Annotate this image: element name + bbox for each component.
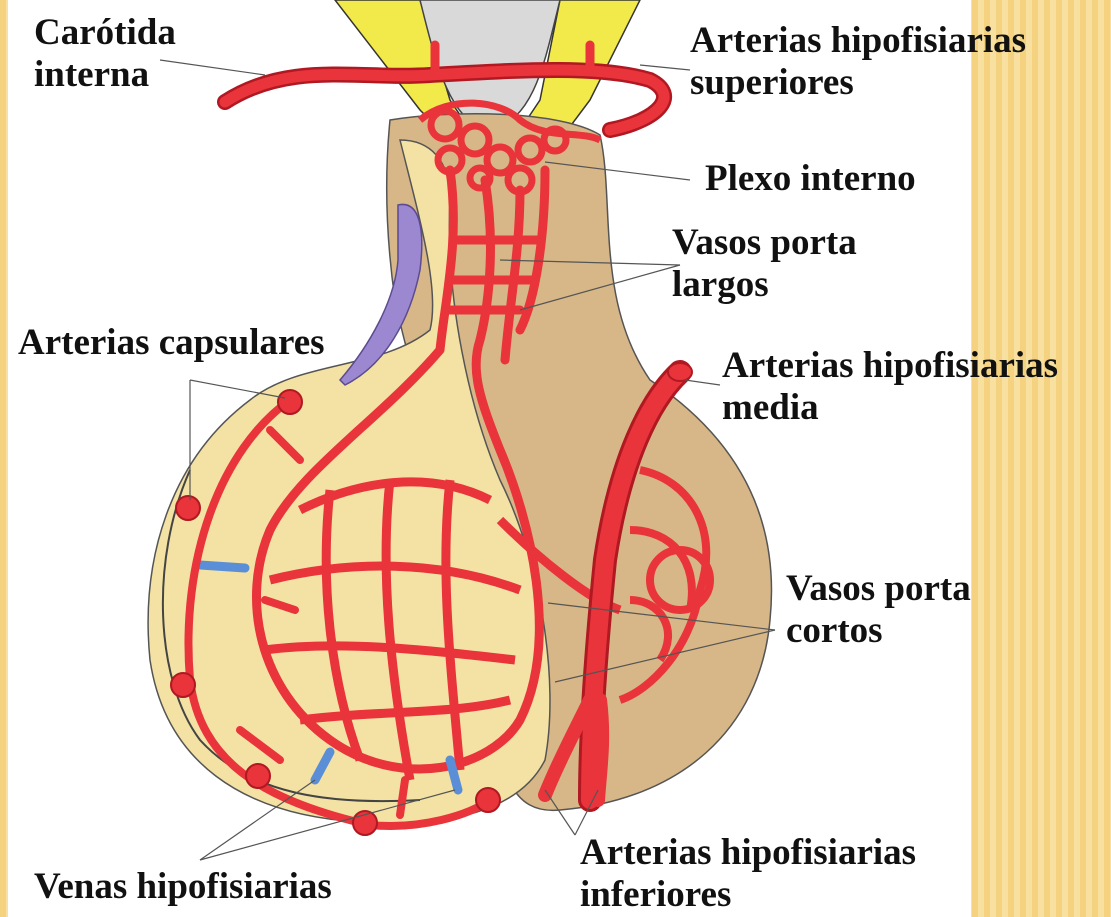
label-venas-hipofisiarias: Venas hipofisiarias (34, 866, 332, 908)
label-arterias-capsulares: Arterias capsulares (18, 322, 325, 364)
label-plexo-interno: Plexo interno (705, 158, 916, 200)
